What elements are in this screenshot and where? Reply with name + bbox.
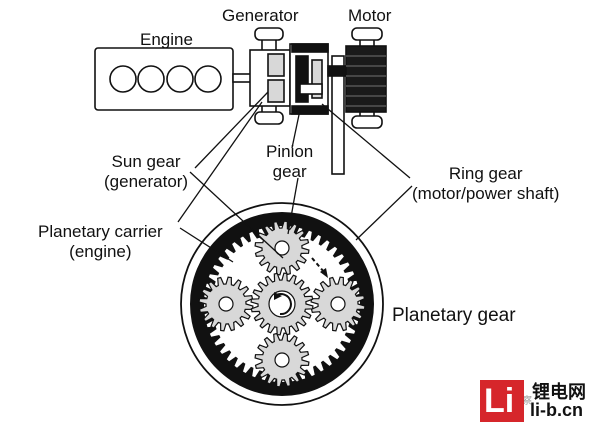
- engine-cylinder-2: [137, 65, 165, 93]
- sun-gear-label-line1: Sun gear: [111, 152, 181, 171]
- planet-gear-left: [198, 276, 254, 332]
- logo-chinese-text: 锂电网: [532, 382, 586, 403]
- planet-gear-left-pin: [218, 296, 234, 312]
- planetary-carrier-label: Planetary carrier (engine): [38, 222, 163, 262]
- logo-red-box: [480, 380, 524, 422]
- planet-gear-bottom-pin: [274, 352, 290, 368]
- pinion-gear-label: Pinion gear: [266, 142, 313, 182]
- generator-label: Generator: [222, 6, 299, 25]
- sun-rotation-arrow-head: [274, 292, 282, 300]
- motor-bottom-cap: [351, 115, 383, 129]
- engine-cylinder-3: [166, 65, 194, 93]
- sun-gear: [250, 272, 314, 336]
- pinion-gear-label-line2: gear: [272, 162, 307, 181]
- generator-bottom-cap: [254, 111, 284, 125]
- motor-housing: [345, 45, 387, 113]
- sun-rotation-arrow: [274, 293, 292, 316]
- ring-gear-label: Ring gear (motor/power shaft): [412, 164, 559, 204]
- carrier-rotation-arrow: [311, 257, 325, 273]
- engine-cylinder-1: [109, 65, 137, 93]
- ring-gear-label-line1: Ring gear: [448, 164, 523, 183]
- ring-gear-label-line2: (motor/power shaft): [412, 184, 560, 203]
- generator-top-cap: [254, 27, 284, 41]
- planet-gears: [198, 220, 366, 388]
- engine-label: Engine: [140, 30, 193, 49]
- planetary-carrier-label-line1: Planetary carrier: [38, 222, 163, 241]
- logo-url-text: li-b.cn: [530, 400, 583, 420]
- planet-gear-right: [310, 276, 366, 332]
- leader-lines: [177, 91, 413, 263]
- planet-gear-right-pin: [330, 296, 346, 312]
- planetary-carrier-label-line2: (engine): [69, 242, 132, 261]
- planet-gear-bottom: [254, 332, 310, 388]
- planetary-gear-label: Planetary gear: [392, 305, 516, 326]
- sun-gear-label: Sun gear (generator): [104, 152, 188, 192]
- li-b-logo: Li 锂电网 li-b.cn: [480, 378, 598, 424]
- powertrain-assembly: [94, 27, 387, 175]
- power-shaft: [331, 55, 345, 175]
- motor-top-cap: [351, 27, 383, 41]
- carrier-arrow-head: [320, 268, 328, 278]
- planetary-gear-set: [180, 202, 384, 406]
- planet-gear-top-pin: [274, 240, 290, 256]
- logo-letters: Li: [484, 382, 515, 420]
- engine-cylinder-4: [194, 65, 222, 93]
- pinion-gear-label-line1: Pinion: [266, 142, 314, 161]
- motor-label: Motor: [348, 6, 392, 25]
- sun-gear-label-line2: (generator): [104, 172, 189, 191]
